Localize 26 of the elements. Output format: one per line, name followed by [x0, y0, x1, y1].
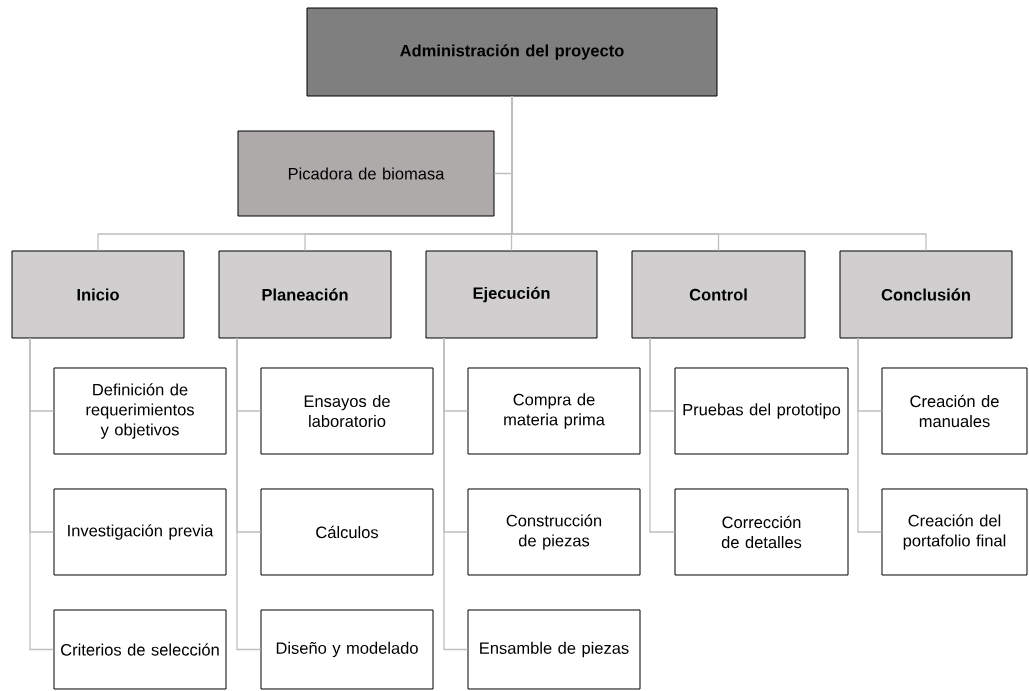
task-box: Ensayos de laboratorio	[260, 367, 434, 455]
task-box: Pruebas del prototipo	[674, 367, 849, 455]
phase-box: Ejecución	[425, 250, 598, 339]
connector-line	[857, 337, 883, 533]
task-box: Diseño y modelado	[260, 609, 434, 690]
task-box: Creación de manuales	[881, 367, 1028, 455]
task-box: Cálculos	[260, 488, 434, 576]
connector-line	[29, 337, 55, 651]
task-box: Definición de requerimientos y objetivos	[53, 367, 227, 455]
title-box: Administración del proyecto	[306, 7, 718, 97]
connector-line	[649, 337, 676, 533]
phase-box: Planeación	[218, 250, 392, 339]
project-box: Picadora de biomasa	[237, 130, 495, 217]
connector-line	[511, 95, 927, 252]
task-box: Ensamble de piezas	[467, 609, 641, 690]
task-box: Construcción de piezas	[467, 488, 641, 576]
phase-box: Conclusión	[839, 250, 1013, 339]
task-box: Investigación previa	[53, 488, 227, 576]
phase-box: Control	[631, 250, 806, 339]
connector-line	[236, 337, 262, 651]
task-box: Corrección de detalles	[674, 488, 849, 576]
task-box: Compra de materia prima	[467, 367, 641, 455]
task-box: Creación del portafolio final	[881, 488, 1028, 576]
phase-box: Inicio	[11, 250, 185, 339]
connector-line	[443, 337, 469, 651]
task-box: Criterios de selección	[53, 609, 227, 690]
